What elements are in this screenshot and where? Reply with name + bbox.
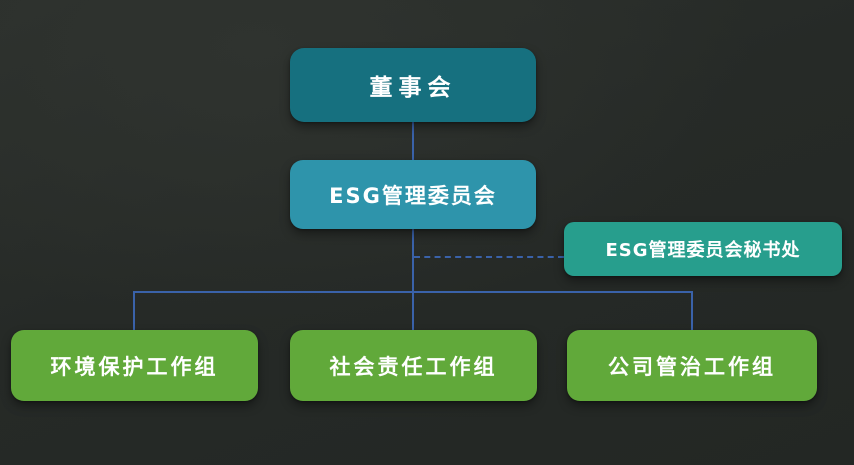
working-group-social-node: 社会责任工作组 bbox=[290, 330, 537, 401]
esg-committee-label: ESG管理委员会 bbox=[329, 183, 497, 208]
esg-secretariat-label: ESG管理委员会秘书处 bbox=[605, 240, 801, 261]
working-group-environment-node: 环境保护工作组 bbox=[11, 330, 258, 401]
working-group-environment-label: 环境保护工作组 bbox=[50, 354, 219, 379]
working-group-governance-label: 公司管治工作组 bbox=[608, 354, 776, 379]
connector-groups-horizontal bbox=[133, 291, 693, 293]
connector-committee-groups-trunk bbox=[412, 228, 414, 331]
board-label: 董事会 bbox=[369, 75, 457, 101]
connector-committee-secretariat-dashed bbox=[414, 256, 564, 258]
connector-board-committee bbox=[412, 121, 414, 161]
connector-drop-group-3 bbox=[691, 291, 693, 331]
esg-secretariat-node: ESG管理委员会秘书处 bbox=[564, 222, 842, 276]
connector-drop-group-1 bbox=[133, 291, 135, 331]
esg-committee-node: ESG管理委员会 bbox=[290, 160, 536, 229]
working-group-governance-node: 公司管治工作组 bbox=[567, 330, 817, 401]
working-group-social-label: 社会责任工作组 bbox=[329, 354, 498, 379]
board-node: 董事会 bbox=[290, 48, 536, 122]
